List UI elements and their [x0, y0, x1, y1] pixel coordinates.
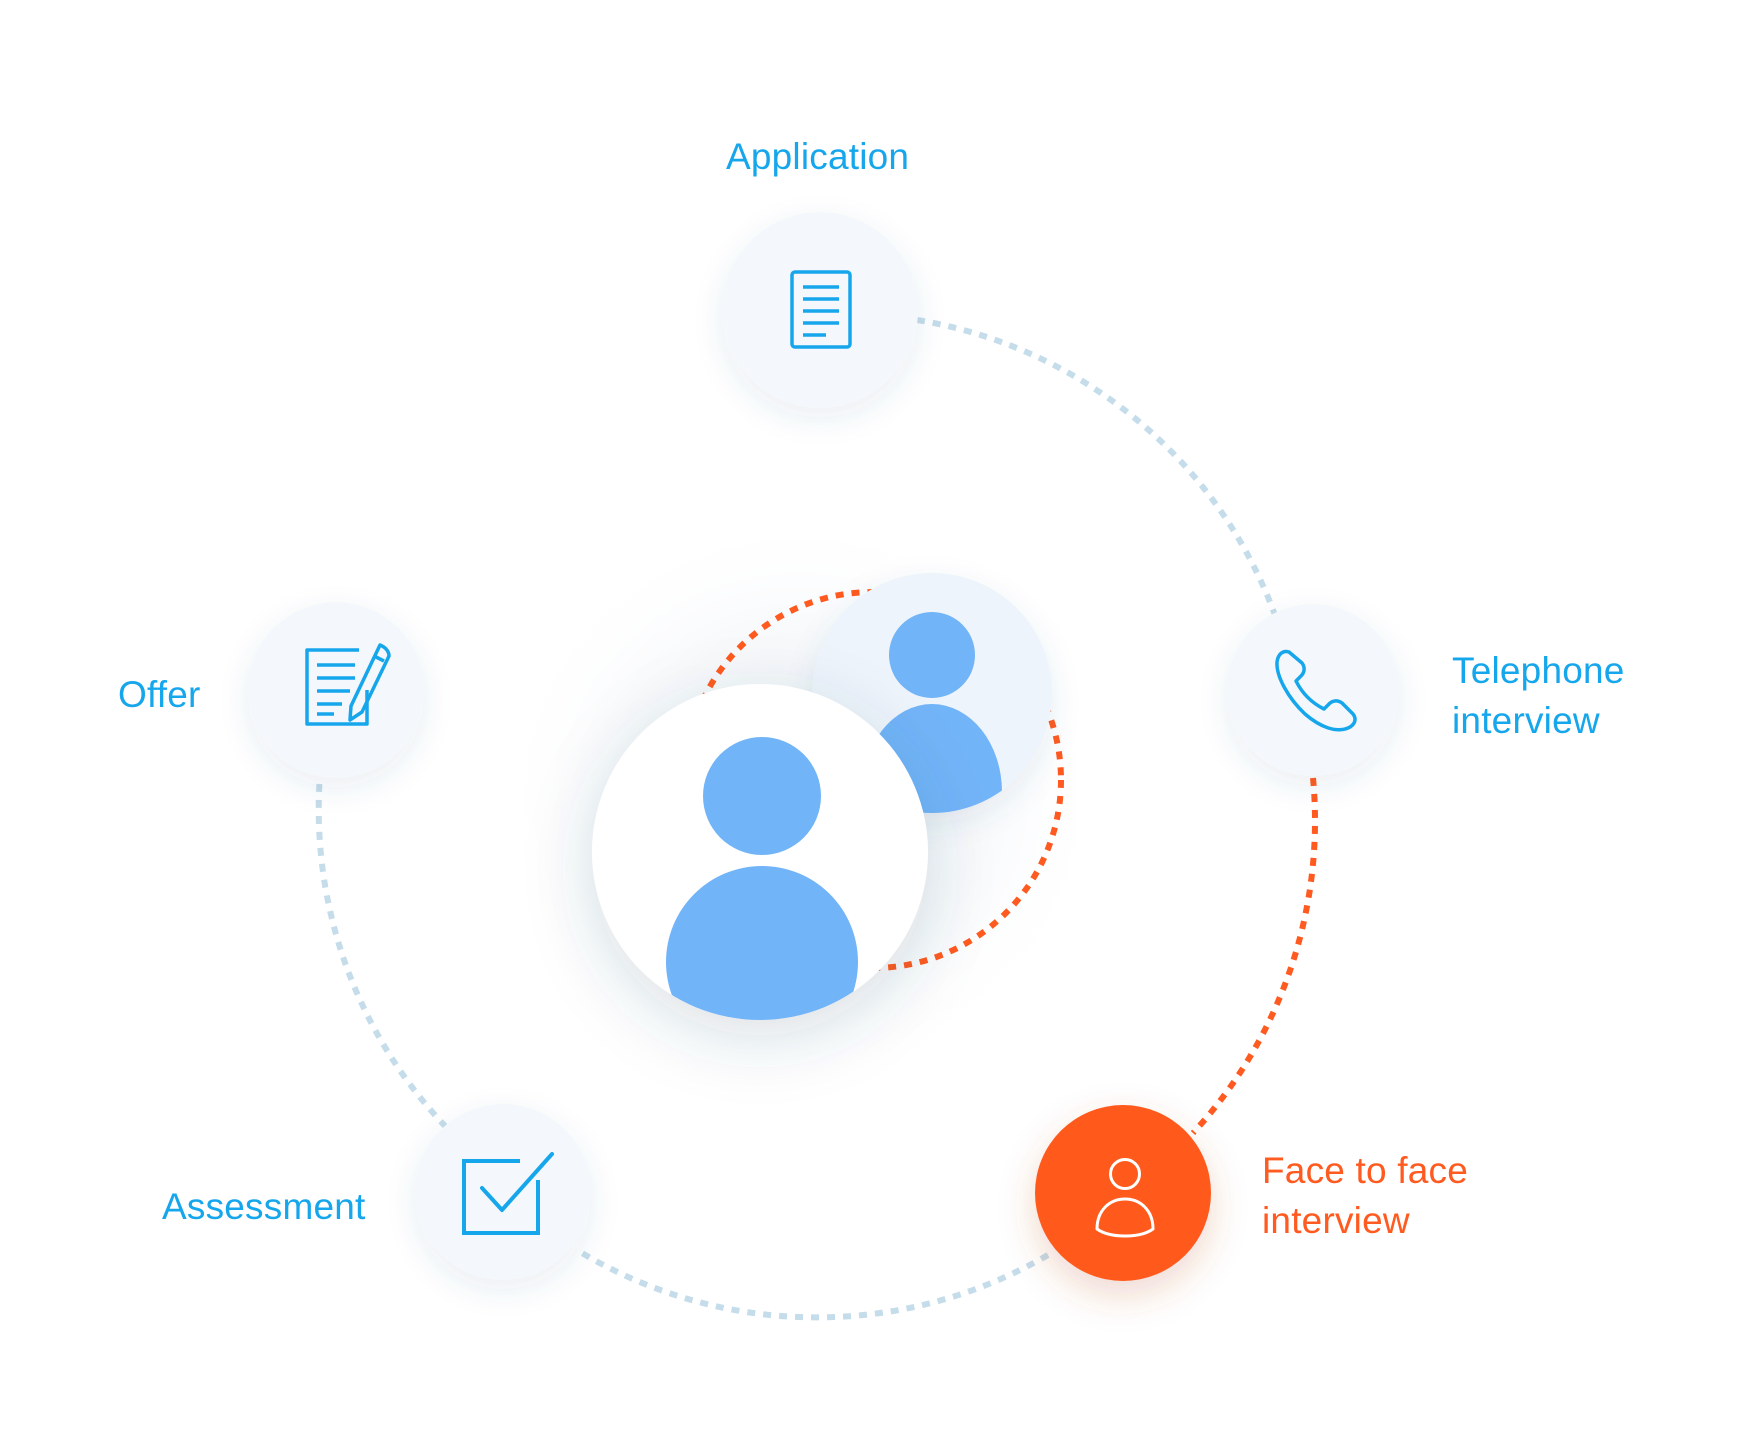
ring-segment-face-assessment [575, 1247, 1050, 1321]
telephone-interview-label: Telephone interview [1452, 646, 1625, 746]
ring-segment-assessment-offer [315, 774, 449, 1130]
candidate-avatar [592, 684, 928, 1020]
application-label: Application [726, 136, 910, 177]
ring-segment-telephone-face-active [1190, 777, 1318, 1136]
face-to-face-label-line-2: interview [1262, 1200, 1410, 1241]
contract-pen-icon [305, 643, 391, 726]
telephone-interview-label-line-2: interview [1452, 700, 1600, 741]
person-outline-icon [1095, 1158, 1155, 1238]
face-to-face-interview-label: Face to face interview [1262, 1146, 1468, 1246]
face-to-face-interview-node[interactable] [1035, 1105, 1211, 1281]
assessment-node[interactable] [415, 1104, 591, 1280]
application-node[interactable] [722, 212, 918, 408]
offer-label: Offer [118, 674, 201, 715]
telephone-interview-node[interactable] [1227, 604, 1399, 776]
offer-node[interactable] [248, 602, 424, 778]
document-icon [790, 270, 852, 349]
checkbox-icon [462, 1152, 554, 1235]
phone-icon [1275, 649, 1357, 732]
assessment-label: Assessment [162, 1186, 366, 1227]
face-to-face-label-line-1: Face to face [1262, 1150, 1469, 1191]
telephone-interview-label-line-1: Telephone [1452, 650, 1625, 691]
ring-segment-application-telephone [916, 317, 1278, 617]
